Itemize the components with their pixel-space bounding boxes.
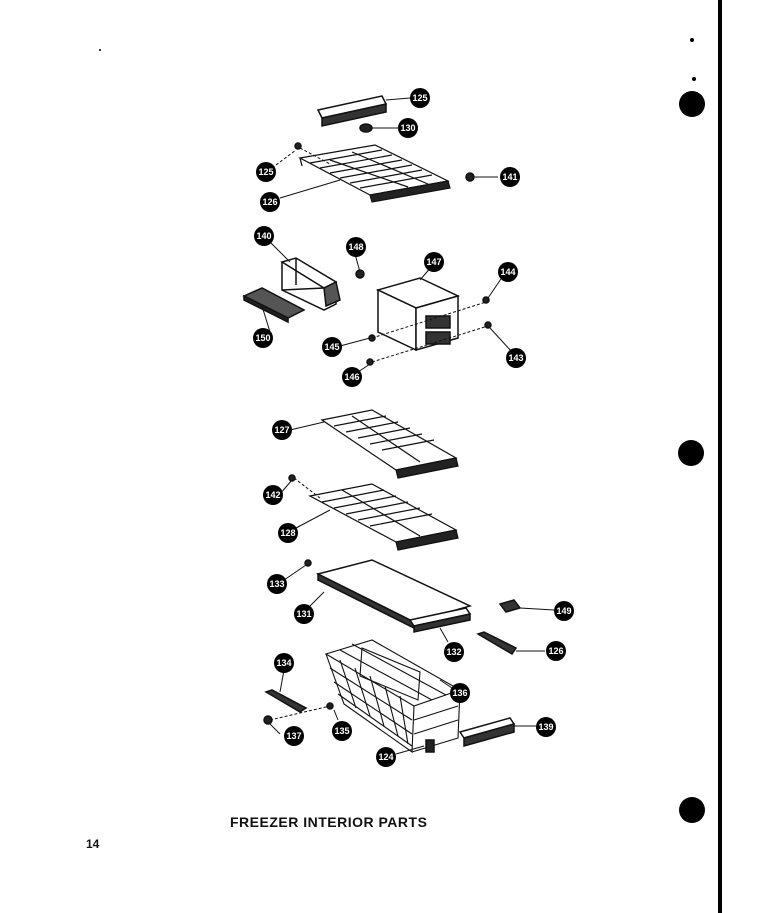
- svg-text:132: 132: [446, 647, 461, 657]
- callout-bubble: 135: [332, 721, 352, 741]
- middle-wire-shelf: [320, 409, 459, 479]
- svg-text:145: 145: [324, 342, 339, 352]
- svg-text:141: 141: [502, 172, 517, 182]
- svg-text:143: 143: [508, 353, 523, 363]
- svg-text:148: 148: [348, 242, 363, 252]
- callout-bubble: 124: [376, 747, 396, 767]
- basket-rail: [264, 689, 308, 713]
- speck: [99, 49, 101, 51]
- svg-text:130: 130: [400, 123, 415, 133]
- callout-bubble: 149: [554, 601, 574, 621]
- svg-text:133: 133: [269, 579, 284, 589]
- leader-lines: [261, 97, 555, 755]
- callout-bubble: 132: [444, 642, 464, 662]
- callout-bubble: 126: [260, 192, 280, 212]
- callout-bubble: 144: [498, 262, 518, 282]
- svg-text:146: 146: [344, 372, 359, 382]
- small-slide-part: [498, 599, 522, 613]
- slide-rail: [476, 631, 518, 656]
- lower-wire-shelf: [308, 483, 459, 551]
- callout-bubble: 131: [294, 604, 314, 624]
- svg-text:136: 136: [452, 688, 467, 698]
- page-right-border: [718, 0, 722, 913]
- callout-bubble: 127: [272, 420, 292, 440]
- svg-text:124: 124: [378, 752, 393, 762]
- callout-labels: 125 130 125 126 141 140 148 147 144 150 …: [253, 88, 574, 767]
- callout-bubble: 143: [506, 348, 526, 368]
- callout-bubble: 148: [346, 237, 366, 257]
- svg-text:125: 125: [412, 93, 427, 103]
- callout-bubble: 139: [536, 717, 556, 737]
- shelf-pin: [294, 142, 302, 150]
- glass-panel: [315, 559, 473, 630]
- callout-bubble: 126: [546, 641, 566, 661]
- svg-text:137: 137: [286, 731, 301, 741]
- callout-bubble: 128: [278, 523, 298, 543]
- callout-bubble: 147: [424, 252, 444, 272]
- svg-text:149: 149: [556, 606, 571, 616]
- speck: [690, 38, 694, 42]
- top-channel-part: [316, 95, 388, 127]
- svg-text:134: 134: [276, 658, 291, 668]
- callout-bubble: 137: [284, 726, 304, 746]
- svg-text:126: 126: [262, 197, 277, 207]
- callout-bubble: 136: [450, 683, 470, 703]
- svg-text:131: 131: [296, 609, 311, 619]
- punch-hole-3: [679, 797, 705, 823]
- svg-text:140: 140: [256, 231, 271, 241]
- svg-text:142: 142: [265, 490, 280, 500]
- svg-text:125: 125: [258, 167, 273, 177]
- callout-bubble: 133: [267, 574, 287, 594]
- page-title: FREEZER INTERIOR PARTS: [230, 814, 428, 830]
- svg-text:150: 150: [255, 333, 270, 343]
- callout-bubble: 142: [263, 485, 283, 505]
- svg-text:135: 135: [334, 726, 349, 736]
- shelf-pin: [465, 172, 475, 182]
- callout-bubble: 130: [398, 118, 418, 138]
- screw: [484, 321, 492, 329]
- callout-bubble: 125: [256, 162, 276, 182]
- screw: [355, 269, 365, 279]
- callout-bubble: 125: [410, 88, 430, 108]
- ice-tray: [242, 287, 306, 324]
- page-number: 14: [86, 837, 100, 851]
- svg-text:128: 128: [280, 528, 295, 538]
- callout-bubble: 141: [500, 167, 520, 187]
- screw: [482, 296, 490, 304]
- freezer-basket: [324, 639, 462, 754]
- callout-bubble: 134: [274, 653, 294, 673]
- ice-bucket-box: [375, 277, 461, 352]
- callout-bubble: 140: [254, 226, 274, 246]
- callout-bubble: 150: [253, 328, 273, 348]
- ice-tray-bracket: [280, 257, 341, 311]
- clip-part: [359, 123, 373, 133]
- svg-text:147: 147: [426, 257, 441, 267]
- top-wire-shelf: [298, 144, 451, 203]
- svg-text:126: 126: [548, 646, 563, 656]
- cap-part: [425, 739, 435, 753]
- bottom-channel-part: [458, 717, 516, 747]
- punch-hole-1: [679, 91, 705, 117]
- callout-bubble: 145: [322, 337, 342, 357]
- svg-text:144: 144: [500, 267, 515, 277]
- callout-bubble: 146: [342, 367, 362, 387]
- speck: [692, 77, 696, 81]
- svg-text:139: 139: [538, 722, 553, 732]
- punch-hole-2: [678, 440, 704, 466]
- panel-pin: [304, 559, 312, 567]
- shelf-pin: [288, 474, 296, 482]
- panel-front-strip: [408, 607, 472, 633]
- svg-text:127: 127: [274, 425, 289, 435]
